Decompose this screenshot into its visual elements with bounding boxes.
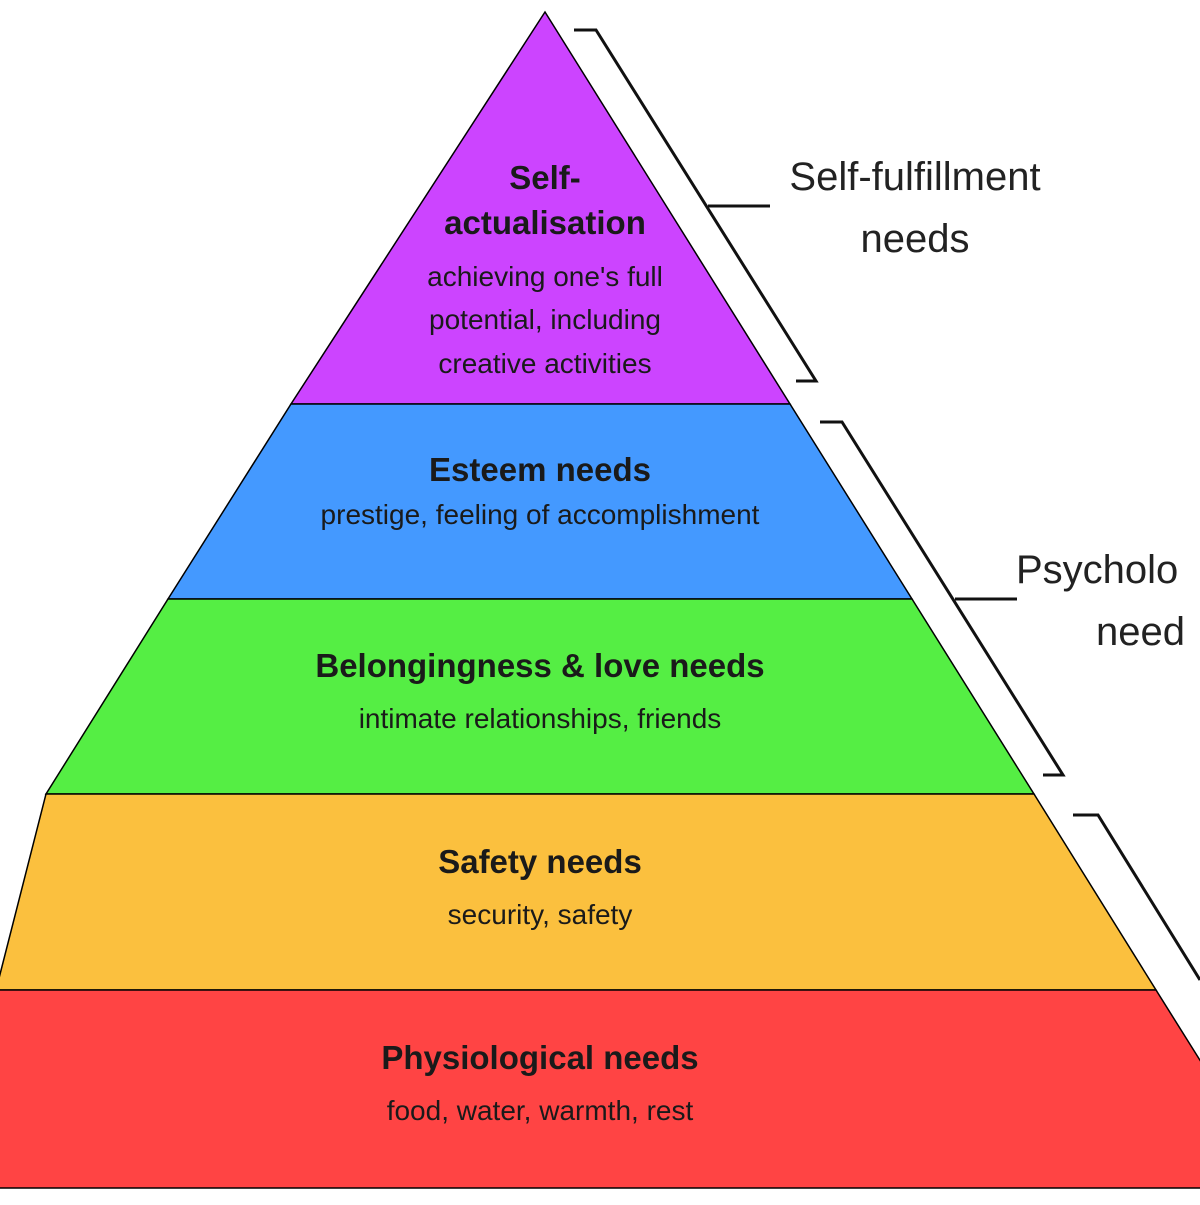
tier-title-physiological: Physiological needs	[381, 1039, 699, 1076]
tier-desc-self-actualisation: achieving one's full potential, includin…	[427, 261, 663, 379]
tier-physiological	[0, 989, 1200, 1189]
tier-title-belongingness: Belongingness & love needs	[315, 647, 765, 684]
group-label-psychological-line: need	[1096, 610, 1185, 654]
bracket-basic	[1073, 813, 1200, 981]
tier-title-self-actualisation: Self- actualisation	[444, 159, 646, 241]
group-label-psychological-line: Psycholo	[1016, 548, 1179, 592]
tier-title-esteem: Esteem needs	[429, 451, 651, 488]
tier-desc-safety: security, safety	[447, 899, 633, 930]
tier-title-safety: Safety needs	[438, 843, 642, 880]
group-label-psychological: Psycholo need	[1016, 539, 1200, 663]
tier-safety	[0, 793, 1158, 991]
tier-desc-esteem: prestige, feeling of accomplishment	[320, 499, 760, 530]
bracket-psychological	[820, 420, 1066, 777]
group-label-self-fulfillment: Self-fulfillment needs	[789, 155, 1041, 261]
bracket-self-fulfillment	[574, 28, 819, 383]
tier-belongingness	[44, 598, 1036, 795]
tier-desc-belongingness: intimate relationships, friends	[358, 703, 722, 734]
tier-desc-physiological: food, water, warmth, rest	[386, 1095, 694, 1126]
